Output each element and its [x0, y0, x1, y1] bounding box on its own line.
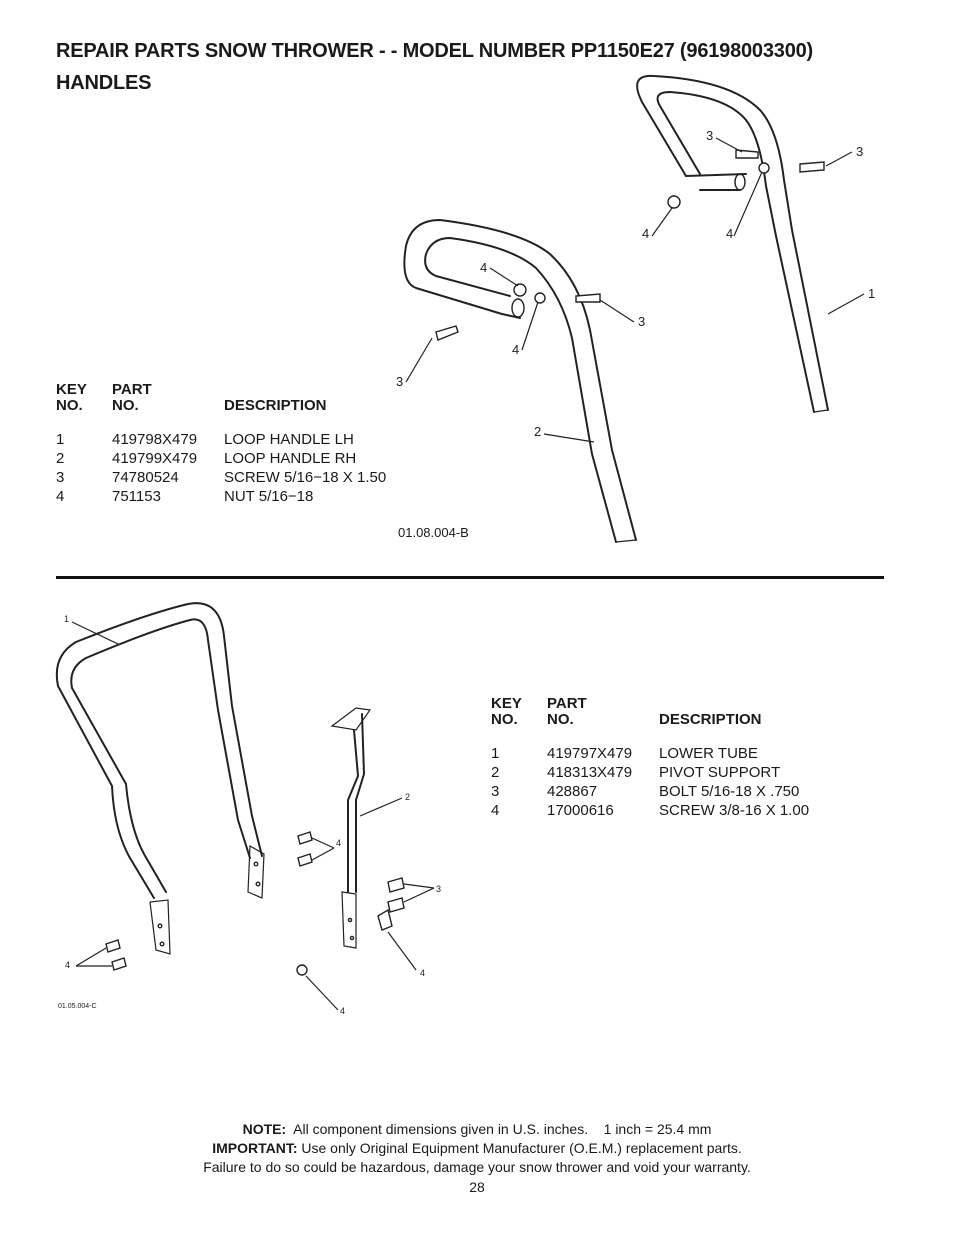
section-title: HANDLES: [56, 72, 152, 94]
callout-3: 3: [436, 884, 441, 894]
callout-4: 4: [65, 960, 70, 970]
note-text: All component dimensions given in U.S. i…: [293, 1121, 712, 1137]
callout-2: 2: [405, 792, 410, 802]
important-label: IMPORTANT:: [212, 1140, 298, 1156]
page-number: 28: [469, 1179, 485, 1195]
callout-4: 4: [726, 226, 733, 241]
callout-3: 3: [638, 314, 645, 329]
callout-3: 3: [706, 128, 713, 143]
nut-hardware-group: [513, 162, 770, 304]
callout-4: 4: [336, 838, 341, 848]
callout-4: 4: [512, 342, 519, 357]
pivot-support-part: [330, 707, 372, 949]
loop-handle-rh-part: [403, 219, 637, 543]
lower-callout-leaders: [71, 621, 435, 1011]
callout-4: 4: [642, 226, 649, 241]
callout-1: 1: [868, 286, 875, 301]
footer-warning: Failure to do so could be hazardous, dam…: [203, 1159, 751, 1175]
bolt-hardware-group: [387, 877, 405, 913]
lower-tube-diagram: 1 2 4 3 4 4 4: [55, 602, 441, 1016]
upper-callout-leaders: [405, 137, 865, 443]
note-label: NOTE:: [242, 1121, 287, 1137]
callout-2: 2: [534, 424, 541, 439]
callout-4: 4: [480, 260, 487, 275]
description-header: DESCRIPTION: [224, 397, 327, 414]
screw-hardware-group: [435, 149, 825, 341]
callout-3: 3: [856, 144, 863, 159]
callout-1: 1: [64, 614, 69, 624]
upper-diagram-reference: 01.08.004-B: [398, 525, 469, 540]
screw-hardware-group: [105, 831, 393, 976]
loop-handle-lh-part: [636, 74, 829, 413]
footer-note: NOTE: All component dimensions given in …: [0, 1120, 954, 1139]
footer-important: IMPORTANT: Use only Original Equipment M…: [0, 1139, 954, 1158]
callout-3: 3: [396, 374, 403, 389]
upper-handle-diagram: 3 3 4 4 1 4 4 3 3 2: [396, 74, 875, 543]
callout-4: 4: [340, 1006, 345, 1016]
important-text: Use only Original Equipment Manufacturer…: [301, 1140, 742, 1156]
description-header: DESCRIPTION: [659, 711, 762, 728]
lower-tube-part: [55, 602, 265, 955]
callout-4: 4: [420, 968, 425, 978]
lower-diagram-reference: 01.05.004-C: [58, 1003, 97, 1010]
page-title: REPAIR PARTS SNOW THROWER - - MODEL NUMB…: [56, 40, 814, 62]
section-divider: [56, 576, 884, 579]
